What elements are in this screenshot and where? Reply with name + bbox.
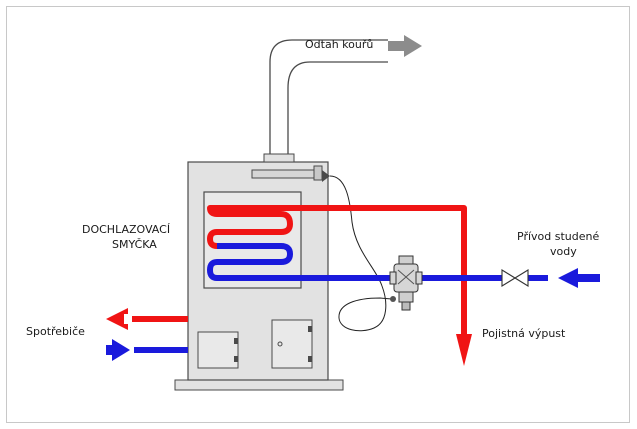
- flue-collar: [263, 153, 295, 163]
- coil-label-line1: DOCHLAZOVACÍ: [82, 223, 171, 236]
- shutoff-valve-icon: [501, 269, 529, 287]
- cold-supply-arrow-icon: [558, 268, 600, 288]
- hot-coil-pipe: [207, 205, 467, 336]
- flue-pipe: [269, 39, 388, 155]
- relief-label: Pojistná výpust: [482, 327, 566, 340]
- flue-arrow-icon: [388, 35, 422, 57]
- cold-coil-pipe: [207, 243, 390, 281]
- hot-outlet-arrow-icon: [106, 308, 128, 330]
- relief-arrow-icon: [456, 334, 472, 366]
- diagram-frame: [6, 6, 630, 423]
- flue-label: Odtah kouřů: [305, 38, 374, 51]
- thermostat-sensor-bar: [251, 169, 319, 179]
- ash-door: [197, 331, 239, 369]
- cold-supply-label-line2: vody: [550, 245, 577, 258]
- capillary-tube: [329, 175, 393, 332]
- cold-return-arrow-icon: [106, 339, 130, 361]
- cold-supply-label-line1: Přívod studené: [517, 230, 600, 243]
- boiler-base: [174, 379, 344, 391]
- safety-valve-icon: [389, 255, 423, 311]
- firebox-door: [271, 319, 313, 369]
- coil-label-line2: SMYČKA: [112, 238, 157, 251]
- consumers-label: Spotřebiče: [26, 325, 85, 338]
